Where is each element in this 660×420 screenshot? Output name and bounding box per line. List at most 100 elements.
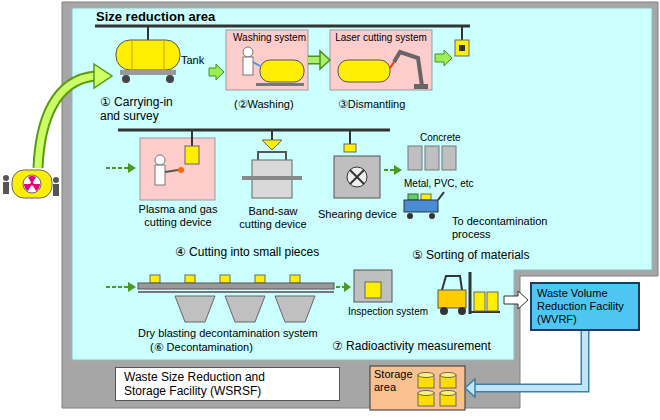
flow-arrow: [465, 379, 475, 397]
material-cart: [408, 194, 418, 200]
laser-room: [330, 30, 432, 90]
band-saw-illustration: [271, 130, 273, 140]
flow-dashed-arrow: [384, 165, 402, 175]
flow-dashed-arrow: [344, 282, 351, 292]
storage-room: [440, 373, 456, 378]
blasting-conveyor: [150, 275, 160, 283]
material-cart: [404, 200, 438, 212]
plasma-room: [140, 130, 215, 200]
building-wall: [62, 2, 658, 408]
plasma-room: [155, 155, 165, 165]
waste-container-icon: [30, 182, 34, 186]
room-box: Plasma and gas cutting device: [128, 138, 228, 230]
washing-room: [256, 83, 304, 86]
waste-container-icon: [53, 177, 59, 183]
storage-room: [418, 391, 434, 396]
forklift-illustration: [442, 276, 462, 290]
plasma-room: [191, 130, 193, 146]
blasting-conveyor: [185, 275, 195, 283]
building-wall: [62, 2, 658, 408]
flow-arrow: [308, 56, 320, 65]
carry-in-arrow: [38, 76, 95, 168]
washing-room: [226, 30, 308, 90]
blasting-conveyor: [220, 275, 230, 283]
blasting-conveyor: [225, 296, 265, 322]
blasting-conveyor: [138, 283, 334, 289]
band-saw-illustration: [242, 130, 302, 198]
material-cart: [404, 192, 444, 219]
waste-container-icon: [23, 175, 41, 193]
blasting-conveyor: [138, 291, 334, 293]
flow-arrow: [308, 51, 330, 69]
flow-dashed-arrow: [394, 165, 402, 175]
band-saw-illustration: [262, 140, 282, 150]
cut-piece: [455, 26, 469, 56]
concrete-blocks: [408, 146, 422, 170]
laser-room: [330, 30, 432, 90]
storage-room: [418, 373, 434, 378]
shearing-illustration: [350, 170, 364, 184]
shearing-illustration: [349, 130, 351, 144]
step-label: ⑤ Sorting of materials: [412, 248, 529, 262]
material-cart: [407, 213, 413, 219]
blasting-conveyor: [290, 275, 300, 283]
tank-illustration: [132, 41, 133, 69]
shearing-illustration: [334, 130, 380, 198]
laser-room: [338, 60, 390, 82]
material-label: Concrete: [420, 132, 461, 144]
flow-dashed-arrow: [106, 286, 128, 288]
material-label: Metal, PVC, etc: [404, 178, 473, 190]
node-text: Laser cutting system: [333, 32, 429, 44]
forklift-illustration: [469, 272, 472, 314]
storage-room: [370, 366, 465, 410]
storage-room: [440, 391, 456, 396]
blasting-conveyor: [138, 275, 334, 322]
washing-room: [260, 60, 304, 82]
forklift-illustration: [438, 272, 500, 315]
step-label: (②Washing): [234, 98, 294, 111]
concrete-blocks: [408, 146, 456, 170]
part-label: Tank: [181, 54, 204, 67]
step-label: ⑦ Radioactivity measurement: [332, 339, 491, 353]
step-label: ③Dismantling: [338, 98, 405, 111]
flow-dashed-arrow: [128, 282, 136, 292]
carry-in-arrow: [94, 64, 112, 88]
flow-dashed-arrow: [106, 167, 128, 169]
shearing-illustration: [350, 170, 364, 184]
step-arrow: [435, 50, 452, 66]
flow-dashed-arrow: [336, 282, 351, 292]
facility-box: Waste Volume Reduction Facility (WVRF): [530, 282, 640, 331]
facility-label-box: Waste Size Reduction and Storage Facilit…: [115, 367, 340, 401]
flow-arrow: [308, 57, 320, 63]
waste-container-icon: [53, 184, 59, 196]
washing-room: [253, 62, 260, 66]
step-arrow: [209, 64, 224, 80]
laser-room: [390, 62, 394, 68]
room-box: Washing system: [226, 30, 308, 90]
flow-dashed-arrow: [336, 286, 344, 288]
waste-container-icon: [3, 175, 9, 181]
cut-piece: [459, 45, 465, 51]
tank-illustration: [120, 70, 176, 75]
cut-piece: [455, 40, 469, 56]
forklift-illustration: [487, 292, 498, 311]
forklift-illustration: [458, 307, 466, 315]
part-label: Shearing device: [318, 208, 397, 221]
crane-rail: [95, 26, 470, 130]
carry-in-arrow: [38, 76, 95, 168]
plasma-room: [155, 165, 165, 185]
flow-dashed-arrow: [106, 163, 136, 173]
flow-arrow: [475, 331, 585, 388]
shearing-illustration: [344, 144, 356, 152]
shearing-illustration: [347, 167, 367, 187]
tank-illustration: [116, 26, 180, 83]
laser-room: [414, 84, 428, 89]
step-arrow: [435, 50, 452, 66]
tank-illustration: [116, 40, 180, 70]
storage-box: Storage area: [370, 366, 465, 410]
material-cart: [429, 213, 435, 219]
step-arrow: [209, 64, 224, 80]
storage-room: [370, 366, 465, 410]
flow-arrow: [320, 51, 330, 69]
